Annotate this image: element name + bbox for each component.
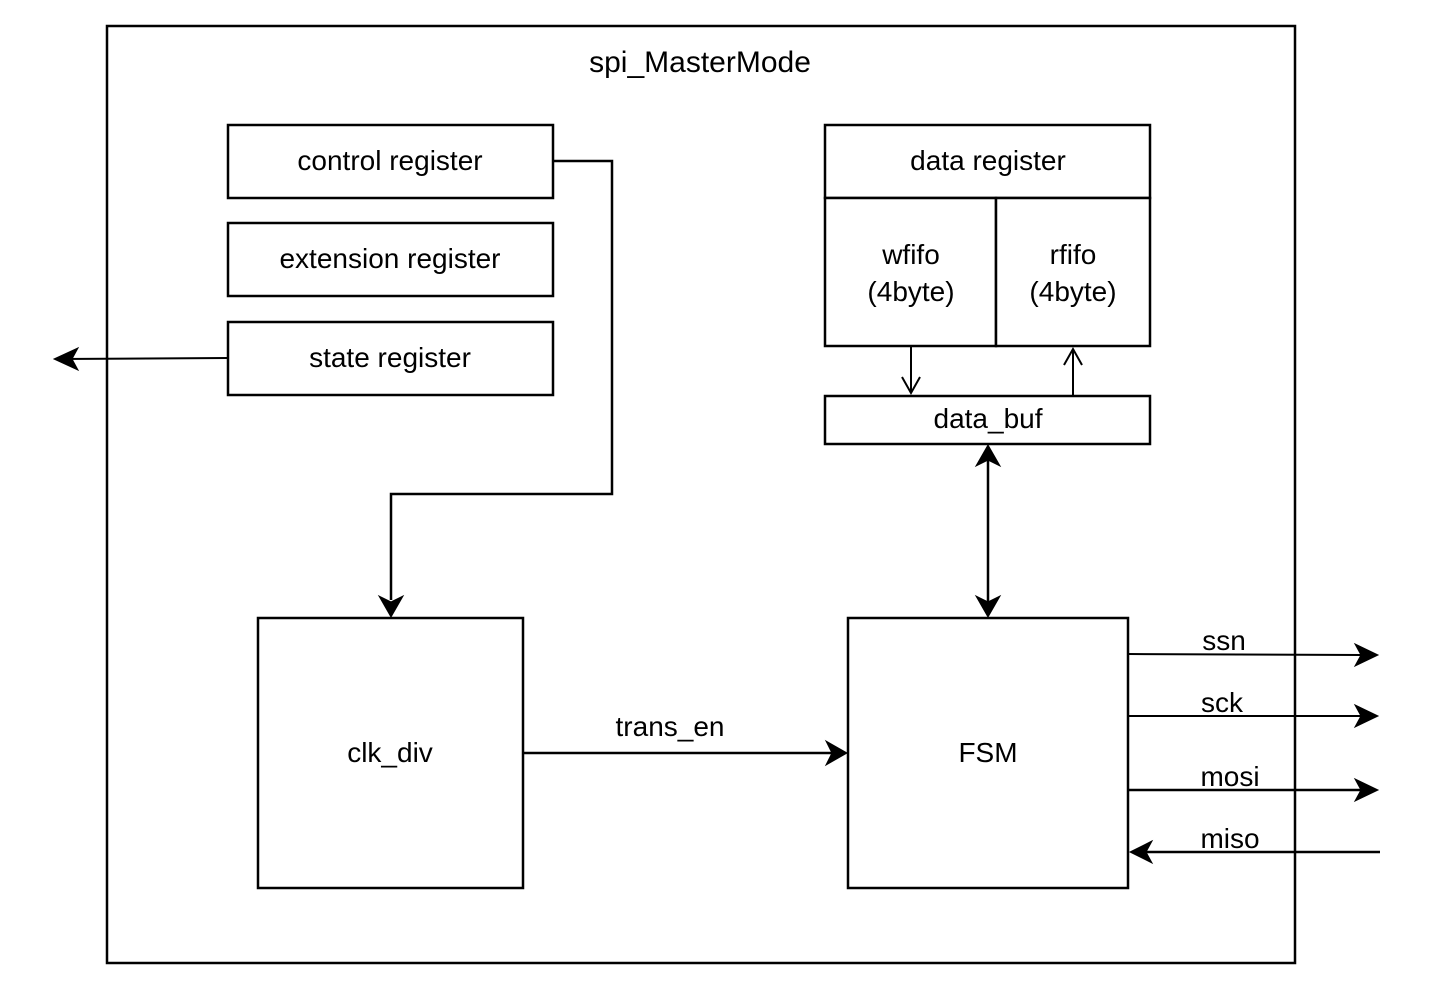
wfifo-label: wfifo bbox=[881, 239, 940, 270]
wfifo-block: wfifo (4byte) bbox=[823, 196, 998, 348]
fsm-label: FSM bbox=[958, 737, 1017, 768]
mosi-label: mosi bbox=[1200, 761, 1259, 792]
ssn-label: ssn bbox=[1202, 625, 1246, 656]
mosi-signal: mosi bbox=[1128, 761, 1380, 803]
data-buf-block: data_buf bbox=[823, 394, 1152, 446]
ssn-signal: ssn bbox=[1127, 625, 1380, 668]
data-register-block: data register bbox=[823, 123, 1152, 200]
wfifo-to-databuf-arrow bbox=[901, 346, 921, 396]
extension-register-label: extension register bbox=[279, 243, 500, 274]
databuf-fsm-bidirectional-arrow bbox=[974, 443, 1002, 619]
state-register-label: state register bbox=[309, 342, 471, 373]
rfifo-block: rfifo (4byte) bbox=[994, 196, 1152, 348]
control-register-label: control register bbox=[297, 145, 482, 176]
clk-div-block: clk_div bbox=[256, 616, 525, 890]
control-register-block: control register bbox=[226, 123, 555, 200]
state-register-block: state register bbox=[226, 320, 555, 397]
extension-register-block: extension register bbox=[226, 221, 555, 298]
rfifo-label: rfifo bbox=[1050, 239, 1097, 270]
module-title: spi_MasterMode bbox=[589, 46, 811, 79]
miso-label: miso bbox=[1200, 823, 1259, 854]
miso-signal: miso bbox=[1128, 823, 1380, 865]
sck-signal: sck bbox=[1128, 687, 1380, 729]
databuf-to-rfifo-arrow bbox=[1063, 346, 1083, 396]
wfifo-size-label: (4byte) bbox=[867, 276, 954, 307]
trans-en-label: trans_en bbox=[616, 711, 725, 742]
data-register-label: data register bbox=[910, 145, 1066, 176]
fsm-block: FSM bbox=[846, 616, 1130, 890]
control-to-clkdiv-connector bbox=[377, 159, 614, 619]
trans-en-signal: trans_en bbox=[523, 711, 849, 767]
data-buf-label: data_buf bbox=[934, 403, 1043, 434]
clk-div-label: clk_div bbox=[347, 737, 433, 768]
sck-label: sck bbox=[1201, 687, 1244, 718]
rfifo-size-label: (4byte) bbox=[1029, 276, 1116, 307]
state-register-output-arrow bbox=[52, 346, 229, 372]
